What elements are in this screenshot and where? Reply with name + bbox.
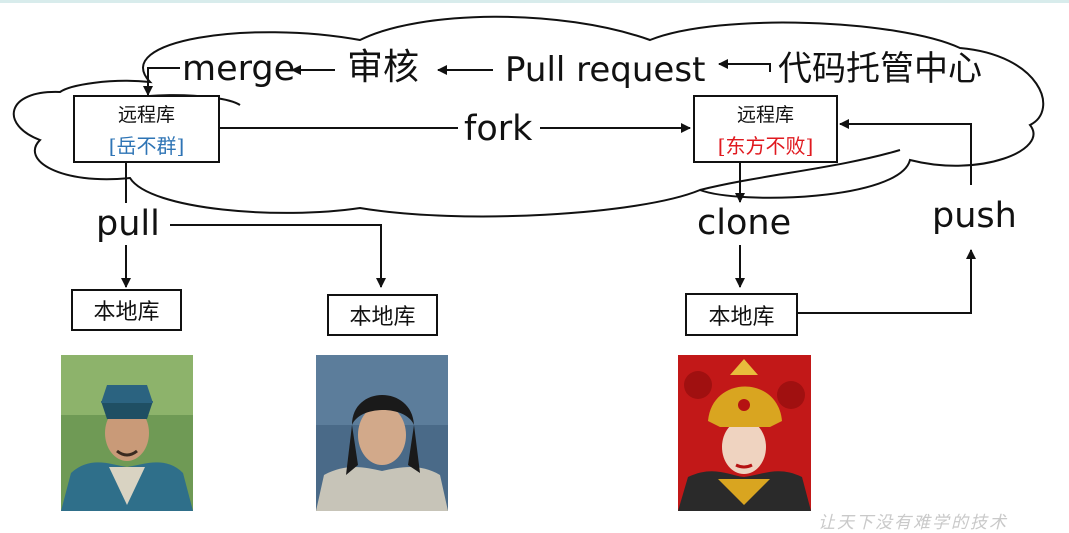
push-arrow-to-remote [839, 119, 972, 185]
watermark-text: 让天下没有难学的技术 [818, 513, 1008, 533]
code-hosting-cloud [12, 15, 1045, 218]
fork-label: fork [464, 109, 533, 149]
cloud-inner-curve [699, 149, 901, 191]
remote-repo-title: 远程库 [117, 104, 175, 126]
young-swordsman-portrait-icon [316, 355, 448, 511]
pull-request-label: Pull request [505, 50, 706, 90]
man-in-blue-hat-portrait-icon [61, 355, 193, 511]
remote-repo-owner: [岳不群] [108, 134, 185, 158]
pull-label: pull [96, 204, 160, 244]
woman-with-golden-crown-portrait-icon [678, 355, 811, 511]
remote-repo-right: 远程库 [东方不败] [693, 95, 838, 163]
pull-arrow-to-local2 [170, 224, 386, 288]
top-accent-line [0, 0, 1069, 3]
push-label: push [932, 196, 1017, 236]
push-arrow-up [798, 249, 976, 314]
local-repo-2: 本地库 [327, 294, 438, 336]
review-label: 审核 [347, 47, 420, 88]
clone-label: clone [697, 203, 792, 243]
local-repo-1: 本地库 [71, 289, 182, 331]
hosting-to-pullrequest-arrow [718, 59, 771, 72]
hosting-center-label: 代码托管中心 [778, 49, 982, 89]
remote-repo-owner: [东方不败] [717, 134, 814, 158]
local-repo-3: 本地库 [685, 293, 798, 336]
merge-label: merge [182, 49, 296, 89]
merge-to-remote-arrow [143, 67, 180, 96]
remote-repo-title: 远程库 [736, 104, 794, 126]
remote-repo-left: 远程库 [岳不群] [73, 95, 220, 163]
